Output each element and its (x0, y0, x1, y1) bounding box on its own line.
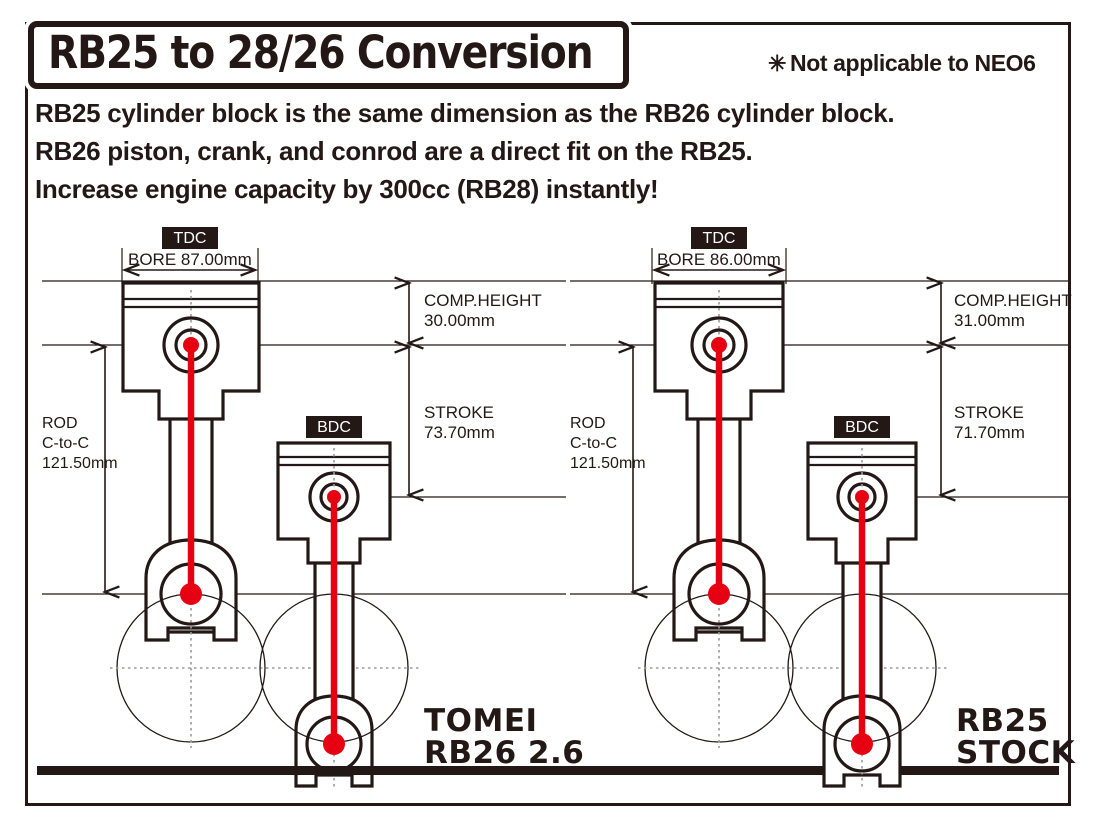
title-badge: RB25 to 28/26 Conversion (28, 21, 630, 89)
intro-line-2: RB26 piston, crank, and conrod are a dir… (35, 136, 753, 166)
neo6-note: ✳Not applicable to NEO6 (768, 50, 1036, 77)
title-block: RB25 to 28/26 Conversion (28, 21, 630, 89)
page-title: RB25 to 28/26 Conversion (48, 26, 594, 79)
intro-line-1: RB25 cylinder block is the same dimensio… (35, 98, 895, 128)
intro-line-3: Increase engine capacity by 300cc (RB28)… (35, 174, 659, 204)
neo6-note-text: Not applicable to NEO6 (790, 50, 1036, 76)
intro-paragraph: RB25 cylinder block is the same dimensio… (35, 98, 895, 212)
asterisk-icon: ✳ (768, 51, 787, 76)
